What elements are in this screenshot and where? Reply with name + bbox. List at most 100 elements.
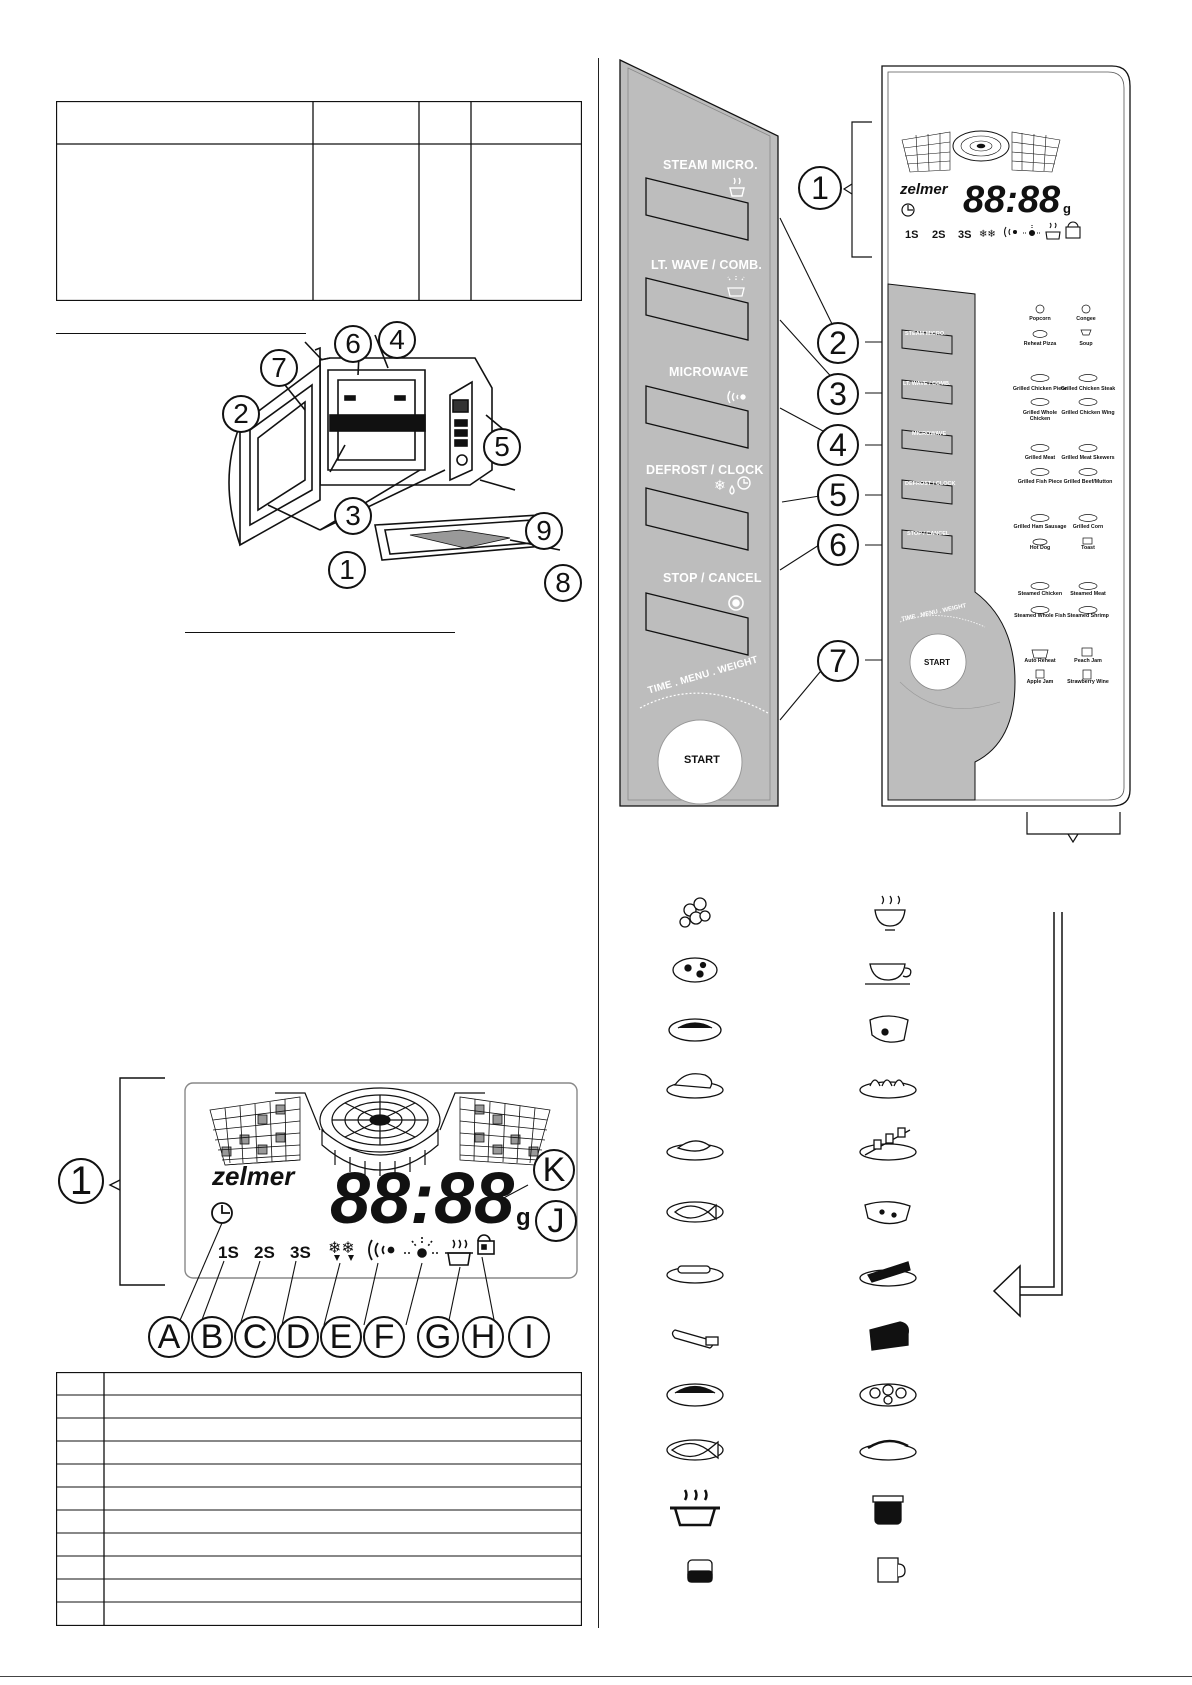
food-label: Apple Jam xyxy=(1026,679,1054,685)
food-label: Grilled Beef/Mutton xyxy=(1063,479,1113,485)
indicator-1s: 1S xyxy=(218,1243,239,1262)
food-label: Grilled Chicken Piece xyxy=(1012,386,1068,392)
grilled-fish-piece-icon xyxy=(666,1201,724,1223)
page-bottom-rule xyxy=(0,1676,1192,1677)
small-label-defrost: DEFROST / CLOCK xyxy=(905,481,956,487)
mini-digits: 88:88 xyxy=(963,179,1061,221)
auto-reheat-icon xyxy=(670,1489,720,1527)
food-label: Steamed Chicken xyxy=(1017,591,1063,597)
food-label: Soup xyxy=(1079,341,1093,347)
panel-callout-7: 7 xyxy=(817,640,859,682)
congee-icon xyxy=(874,895,906,931)
food-label: Grilled Chicken Steak xyxy=(1060,386,1116,392)
callout-1-display: 1 xyxy=(58,1158,104,1204)
food-label: Popcorn xyxy=(1029,316,1051,322)
food-label: Grilled Whole Chicken xyxy=(1022,410,1058,422)
steamed-whole-fish-icon xyxy=(666,1439,724,1461)
panel-bottom-bracket xyxy=(1026,812,1121,844)
grilled-meat-icon xyxy=(666,1140,724,1161)
lcd-display-diagram: zelmer 88:88 g 1S 2S 3S ❄❄ xyxy=(108,1077,578,1326)
microwave-illustration xyxy=(228,334,561,561)
indicator-2s: 2S xyxy=(254,1243,275,1262)
spec-table xyxy=(56,101,582,301)
peach-jam-icon xyxy=(872,1495,904,1525)
steam-icon xyxy=(445,1239,473,1266)
lcd-unit: g xyxy=(516,1204,531,1231)
diagram-callout-7: 7 xyxy=(260,349,298,387)
strawberry-wine-icon xyxy=(877,1557,906,1583)
food-label: Steamed Shrimp xyxy=(1067,613,1109,619)
panel-callout-1: 1 xyxy=(798,166,842,210)
panel-callout-2: 2 xyxy=(817,322,859,364)
toast-icon xyxy=(869,1321,909,1351)
letter-e: E xyxy=(320,1316,362,1358)
legend-table xyxy=(56,1372,582,1626)
food-label: Grilled Meat Skewers xyxy=(1061,455,1115,461)
food-label: Grilled Corn xyxy=(1072,524,1104,530)
panel-label-steam-micro: STEAM MICRO. xyxy=(663,158,758,172)
grilled-meat-skewers-icon xyxy=(859,1127,917,1161)
svg-text:2S: 2S xyxy=(932,229,945,241)
steam-micro-icon xyxy=(729,177,745,197)
diagram-callout-3: 3 xyxy=(334,497,372,535)
svg-text:3S: 3S xyxy=(958,229,971,241)
section-underline xyxy=(56,333,306,334)
letter-d: D xyxy=(277,1316,319,1358)
food-icons-grid xyxy=(666,895,917,1583)
food-label: Grilled Fish Piece xyxy=(1017,479,1063,485)
grilled-beef-mutton-icon xyxy=(864,1201,911,1225)
food-label: Reheat Pizza xyxy=(1023,341,1057,347)
steamed-chicken-icon xyxy=(666,1383,724,1407)
arrow-left-icon xyxy=(992,912,1063,1318)
diagram-callout-1: 1 xyxy=(328,551,366,589)
panel-label-lt-wave: LT. WAVE / COMB. xyxy=(651,258,763,272)
food-label: Grilled Meat xyxy=(1024,455,1056,461)
hot-dog-icon xyxy=(671,1329,719,1349)
microwave-wave-icon xyxy=(368,1239,395,1261)
defrost-icon: ❄❄ xyxy=(328,1238,355,1261)
svg-text:❄: ❄ xyxy=(714,478,726,494)
small-label-steam: STEAM MICRO. xyxy=(905,331,946,337)
letter-k: K xyxy=(533,1149,575,1191)
mini-brand: zelmer xyxy=(899,181,949,198)
panel-bracket xyxy=(842,121,872,258)
control-panel-full: zelmer 88:88 g 1S 2S 3S ❄❄ xyxy=(881,65,1131,807)
grilled-chicken-steak-icon xyxy=(869,1015,909,1043)
food-label: Steamed Whole Fish xyxy=(1014,613,1066,619)
food-label: Strawberry Wine xyxy=(1067,679,1109,685)
food-label: Peach Jam xyxy=(1074,658,1102,664)
light-wave-icon-small xyxy=(727,276,745,297)
steamed-meat-icon xyxy=(859,1383,917,1407)
start-button-large: START xyxy=(684,754,720,766)
panel-label-defrost-clock: DEFROST / CLOCK xyxy=(646,463,764,477)
grilled-ham-sausage-icon xyxy=(666,1265,724,1284)
letter-f: F xyxy=(363,1316,405,1358)
stop-icon xyxy=(728,595,744,611)
food-label: Congee xyxy=(1076,316,1096,322)
grilled-corn-icon xyxy=(859,1261,917,1287)
panel-callout-6: 6 xyxy=(817,524,859,566)
microwave-icon-small xyxy=(727,390,746,404)
popcorn-icon xyxy=(679,897,711,928)
food-label: Steamed Meat xyxy=(1070,591,1106,597)
clock-icon xyxy=(211,1202,233,1224)
lcd-brand: zelmer xyxy=(211,1161,296,1191)
small-start: START xyxy=(924,658,951,667)
letter-a: A xyxy=(148,1316,190,1358)
lock-icon xyxy=(477,1234,495,1255)
small-label-ltwave: LT. WAVE / COMB. xyxy=(903,381,951,387)
diagram-callout-4: 4 xyxy=(378,321,416,359)
apple-jam-icon xyxy=(687,1559,713,1583)
letter-i: I xyxy=(508,1316,550,1358)
food-label: Grilled Chicken Wing xyxy=(1061,410,1115,416)
mini-clock-icon xyxy=(901,203,915,217)
letter-c: C xyxy=(234,1316,276,1358)
panel-callout-5: 5 xyxy=(817,474,859,516)
letter-g: G xyxy=(417,1316,459,1358)
food-label: Auto Reheat xyxy=(1024,658,1056,664)
diagram-callout-8: 8 xyxy=(544,564,582,602)
soup-icon xyxy=(865,963,912,985)
lcd-digits: 88:88 xyxy=(330,1159,514,1239)
food-label: Toast xyxy=(1081,545,1095,551)
panel-callout-4: 4 xyxy=(817,424,859,466)
